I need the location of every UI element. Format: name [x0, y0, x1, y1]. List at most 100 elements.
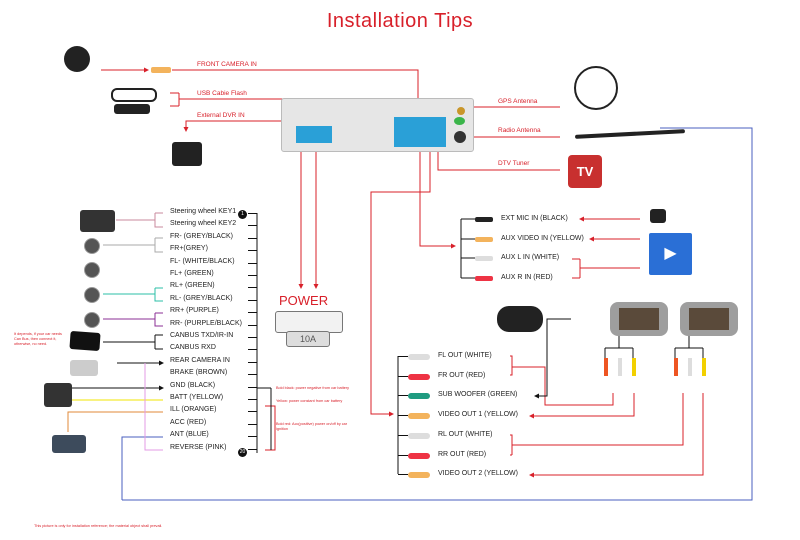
av-output-label: VIDEO OUT 2 (YELLOW) [438, 470, 518, 478]
usb-flash-icon [114, 104, 150, 114]
av-output-label: FL OUT (WHITE) [438, 352, 492, 359]
harness-pin-label: RL+ (GREEN) [170, 282, 215, 290]
av-output-label: RL OUT (WHITE) [438, 430, 493, 438]
iso-connector [296, 126, 332, 143]
note-acc: Bold red: Acc(positive) power on/off by … [276, 422, 348, 431]
rca-plug-y1 [632, 358, 636, 376]
harness-pin-label: RL- (GREY/BLACK) [170, 294, 233, 302]
av-output-stub [398, 474, 408, 476]
canbus-box-icon [69, 330, 101, 352]
video-player-icon: ▶ [649, 233, 692, 275]
harness-pin-label: ANT (BLUE) [170, 431, 209, 439]
av-output-stub [398, 375, 408, 377]
av-output-label: SUB WOOFER (GREEN) [438, 391, 518, 399]
harness-pin-label: Steering wheel KEY2 [170, 220, 237, 228]
harness-pin-label: FR+(GREY) [170, 245, 208, 253]
aux-input-label: EXT MIC IN (BLACK) [501, 215, 568, 222]
blue-antenna-wire [122, 127, 753, 501]
harness-pin-tick [248, 399, 257, 400]
microphone-icon [650, 209, 666, 223]
gps-label: GPS Antenna [498, 98, 538, 105]
av-output-label: FR OUT (RED) [438, 371, 486, 379]
av-plug-icon [408, 393, 430, 400]
harness-pin-tick [248, 448, 257, 450]
harness-pin-label: BRAKE (BROWN) [170, 369, 228, 377]
harness-pin-label: FR- (GREY/BLACK) [170, 232, 234, 240]
rca-plug-r2 [674, 358, 678, 376]
rca-plug-w2 [688, 358, 692, 376]
harness-pin-tick [248, 312, 257, 314]
rear-camera-icon [70, 360, 98, 376]
headrest-monitor-1-icon [610, 302, 668, 336]
harness-pin-tick [248, 436, 257, 438]
pin-20-badge: 20 [238, 448, 247, 457]
harness-pin-label: CANBUS TXD/IR-IN [170, 332, 234, 339]
harness-pin-label: Steering wheel KEY1 [170, 208, 237, 215]
battery-icon [44, 383, 72, 407]
harness-pin-tick [248, 299, 257, 301]
aux-plug-icon [475, 217, 493, 222]
harness-pin-label: FL+ (GREEN) [170, 270, 214, 277]
note-gnd: Bold black: power negative from car batt… [276, 386, 350, 390]
harness-pin-tick [248, 287, 257, 289]
harness-pin-label: GND (BLACK) [170, 381, 216, 389]
power-connector [275, 311, 343, 333]
fuse: 10A [286, 331, 330, 347]
canbus-note: It depends, if your car needs Can Bus, t… [14, 332, 62, 346]
harness-pin-tick [248, 337, 257, 338]
harness-pin-tick [248, 423, 257, 425]
av-plug-icon [408, 472, 430, 479]
note-batt: Yellow: power constant from car battery [276, 399, 343, 403]
av-plug-icon [408, 432, 430, 439]
harness-pin-label: REAR CAMERA IN [170, 356, 230, 364]
fuse-label: 10A [299, 334, 316, 344]
rca-plug-r1 [604, 358, 608, 376]
aux-plug-icon [475, 276, 493, 281]
harness-pin-label: REVERSE (PINK) [170, 443, 227, 451]
aux-input-label: AUX R IN (RED) [501, 274, 553, 281]
usb-cable-icon [111, 88, 157, 102]
harness-pin-tick [248, 411, 257, 413]
harness-pin-tick [248, 324, 257, 326]
av-output-stub [398, 454, 408, 456]
av-output-label: RR OUT (RED) [438, 450, 487, 458]
ground-tab [454, 117, 465, 125]
steering-wheel-icon [80, 210, 115, 232]
harness-pin-tick [248, 361, 257, 363]
harness-pin-tick [248, 374, 257, 376]
front-camera-label: FRONT CAMERA IN [197, 61, 257, 68]
harness-pin-tick [248, 262, 257, 264]
disclaimer: This picture is only for installation re… [34, 524, 163, 528]
av-output-stub [398, 395, 408, 397]
tv-badge: TV [576, 164, 594, 179]
aux-plug-icon [475, 237, 493, 242]
radio-port [454, 131, 466, 143]
front-camera-run [172, 69, 421, 105]
av-output-label: VIDEO OUT 1 (YELLOW) [438, 411, 518, 419]
gps-port [457, 107, 465, 115]
speaker-rl-icon [84, 287, 100, 303]
harness-pin-tick [248, 275, 257, 276]
dvr-icon [172, 142, 202, 166]
subwoofer-icon [497, 306, 543, 332]
rca-plug-icon [151, 67, 171, 73]
aux-plug-icon [475, 256, 493, 261]
rca-connector-block [394, 117, 446, 147]
dvr-label: External DVR IN [197, 112, 245, 119]
aux-input-label: AUX L IN (WHITE) [501, 254, 560, 261]
headrest-monitor-2-icon [680, 302, 738, 336]
power-label: POWER [279, 293, 329, 308]
harness-pin-tick [248, 386, 257, 388]
av-output-stub [398, 415, 408, 417]
harness-pin-label: RR- (PURPLE/BLACK) [170, 319, 242, 327]
radio-label: Radio Antenna [498, 127, 541, 134]
head-unit [281, 98, 474, 152]
tv-icon: TV [568, 155, 602, 188]
front-camera-icon [64, 46, 90, 72]
harness-pin-label: BATT (YELLOW) [170, 394, 224, 401]
av-output-stub [398, 356, 408, 357]
speaker-rr-icon [84, 312, 100, 328]
av-plug-icon [408, 373, 430, 380]
harness-pin-tick [248, 349, 257, 351]
